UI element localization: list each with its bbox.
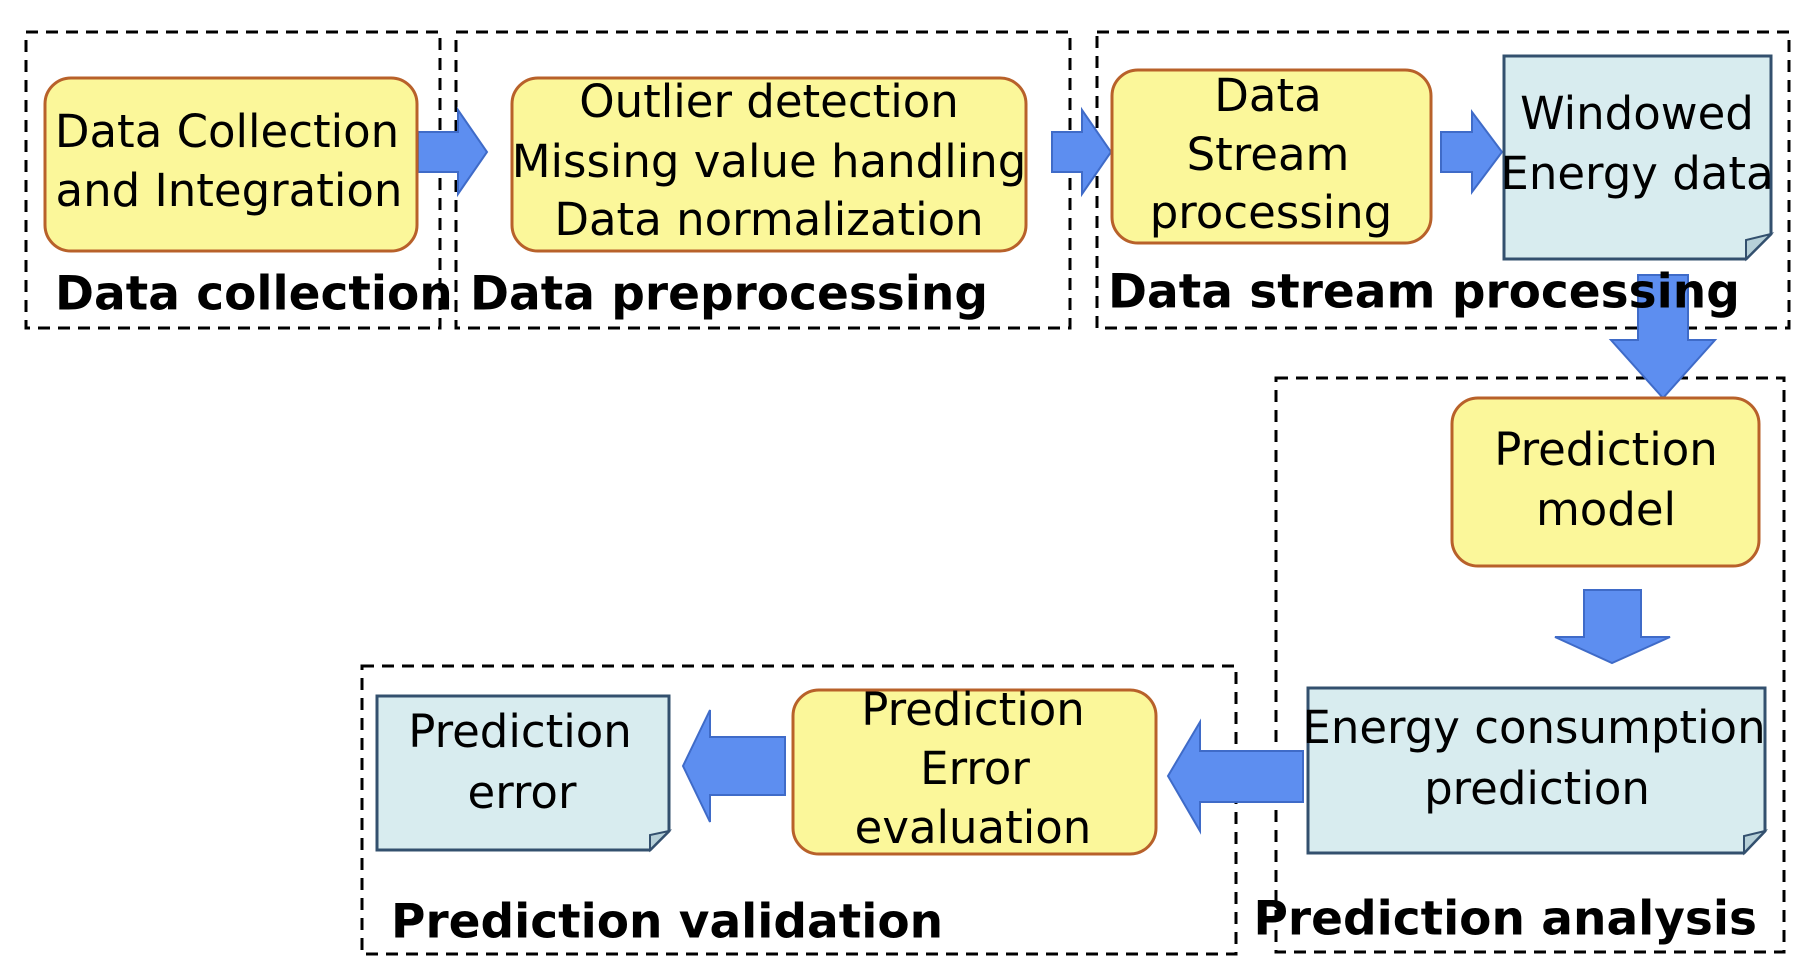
node-preprocessing: Outlier detection Missing value handling… bbox=[510, 75, 1028, 253]
group-frame-prediction-validation bbox=[360, 664, 1238, 956]
node-windowed-data-line-1: Windowed bbox=[1520, 87, 1754, 140]
node-collection: Data Collection and Integration bbox=[43, 76, 419, 253]
node-preprocessing-line-1: Outlier detection bbox=[579, 75, 959, 128]
group-frame-data-preprocessing bbox=[454, 30, 1072, 330]
node-error-evaluation-line-3: evaluation bbox=[855, 801, 1092, 854]
folded-corner bbox=[1743, 829, 1769, 856]
arrow-windowed-data-to-prediction-model bbox=[1608, 274, 1718, 400]
node-preprocessing-line-2: Missing value handling bbox=[512, 135, 1027, 188]
node-consumption-prediction: Energy consumption prediction bbox=[1302, 686, 1769, 856]
group-label-data-stream-processing: Data stream processing bbox=[1108, 265, 1740, 320]
node-stream-processing-line-2: Stream bbox=[1187, 128, 1350, 181]
process-box bbox=[43, 76, 419, 253]
arrow-error-evaluation-to-prediction-error bbox=[681, 709, 786, 823]
process-box bbox=[510, 76, 1028, 253]
arrow-prediction-model-to-consumption-prediction bbox=[1554, 589, 1671, 665]
arrow-preprocessing-to-stream-processing bbox=[1051, 106, 1113, 198]
arrow-consumption-prediction-to-error-evaluation bbox=[1166, 718, 1304, 835]
process-box bbox=[791, 688, 1158, 856]
group-frame-data-collection bbox=[24, 30, 442, 330]
node-consumption-prediction-line-2: prediction bbox=[1424, 762, 1650, 815]
node-collection-line-2: and Integration bbox=[56, 164, 403, 217]
node-windowed-data: Windowed Energy data bbox=[1500, 54, 1775, 262]
node-prediction-model: Prediction model bbox=[1450, 396, 1761, 568]
group-label-prediction-analysis: Prediction analysis bbox=[1253, 892, 1757, 947]
arrow-collection-to-preprocessing bbox=[417, 106, 489, 198]
node-error-evaluation-line-2: Error bbox=[920, 742, 1030, 795]
arrow-stream-processing-to-windowed-data bbox=[1440, 109, 1504, 195]
group-label-prediction-validation: Prediction validation bbox=[391, 895, 943, 950]
node-windowed-data-line-2: Energy data bbox=[1500, 147, 1773, 200]
node-error-evaluation: Prediction Error evaluation bbox=[791, 683, 1158, 856]
process-box bbox=[1110, 68, 1433, 245]
node-preprocessing-line-3: Data normalization bbox=[554, 193, 983, 246]
node-prediction-error-line-1: Prediction bbox=[408, 705, 632, 758]
folded-corner bbox=[1745, 232, 1775, 262]
node-prediction-error-line-2: error bbox=[468, 766, 577, 819]
node-consumption-prediction-line-1: Energy consumption bbox=[1302, 701, 1765, 754]
node-collection-line-1: Data Collection bbox=[55, 105, 399, 158]
node-stream-processing: Data Stream processing bbox=[1110, 68, 1433, 245]
group-frames bbox=[24, 30, 1791, 956]
group-label-data-collection: Data collection bbox=[55, 267, 453, 322]
node-prediction-model-line-1: Prediction bbox=[1494, 423, 1718, 476]
group-frame-data-stream-processing bbox=[1095, 30, 1791, 330]
process-box bbox=[1450, 396, 1761, 568]
node-stream-processing-line-1: Data bbox=[1214, 69, 1321, 122]
flow-arrows bbox=[417, 106, 1718, 835]
node-error-evaluation-line-1: Prediction bbox=[861, 683, 1085, 736]
node-prediction-model-line-2: model bbox=[1536, 483, 1676, 536]
node-prediction-error: Prediction error bbox=[375, 694, 673, 853]
group-label-data-preprocessing: Data preprocessing bbox=[470, 267, 988, 322]
node-stream-processing-line-3: processing bbox=[1150, 186, 1393, 239]
folded-corner bbox=[649, 829, 673, 853]
